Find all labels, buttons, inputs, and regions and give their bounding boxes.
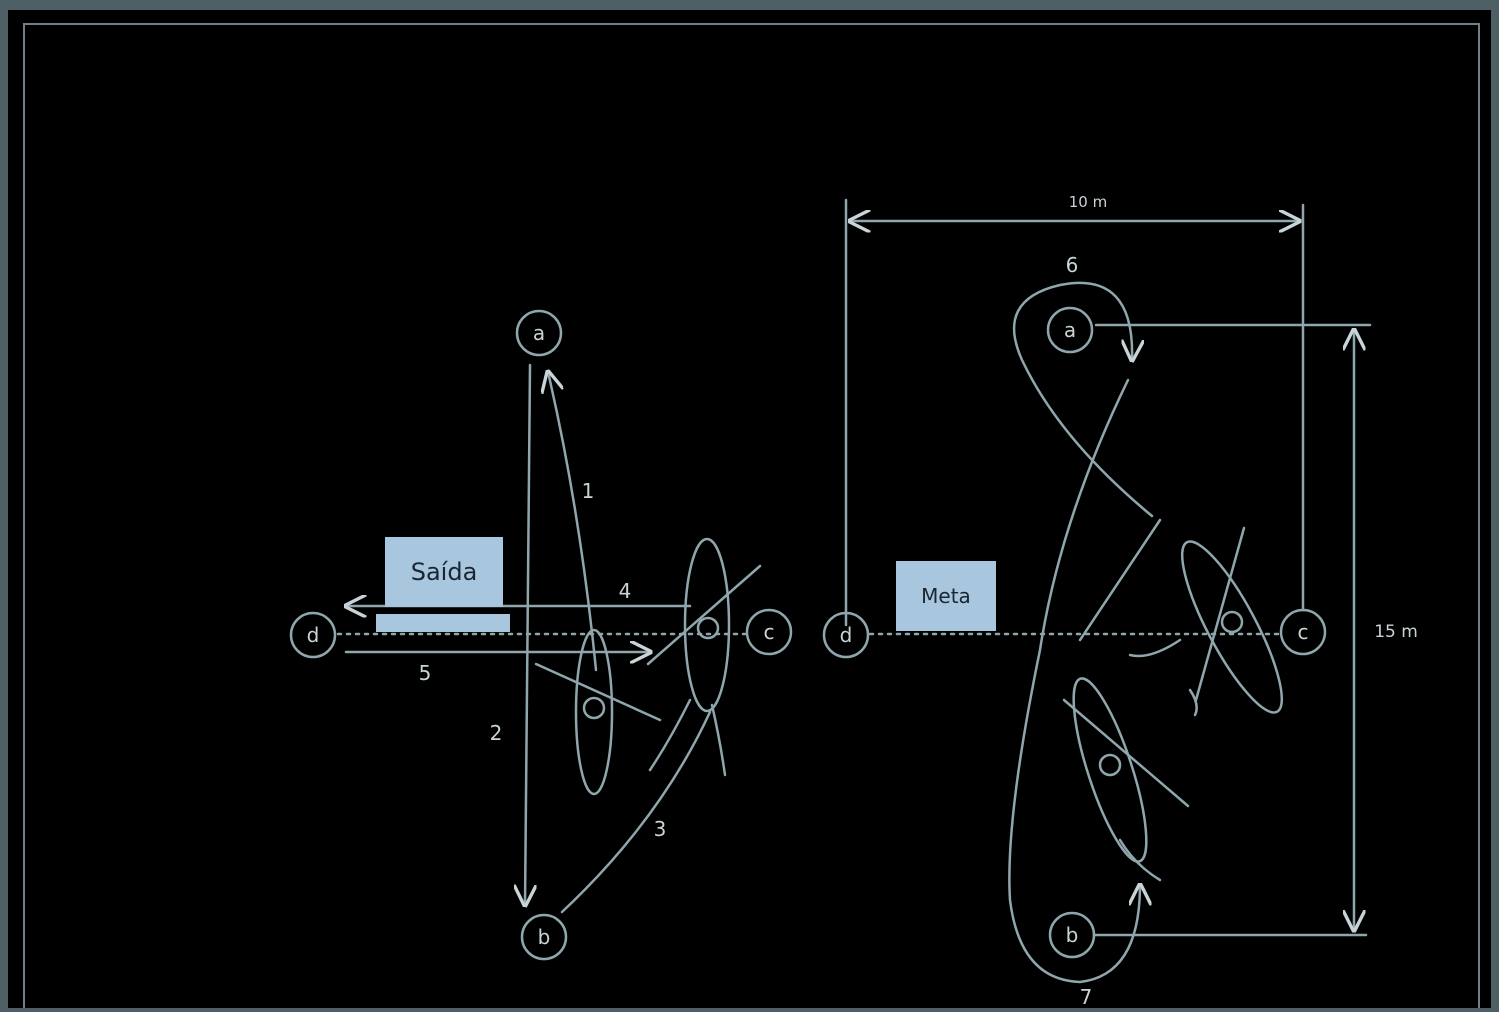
right-buoy-b-label: b [1066, 923, 1079, 947]
path-label-3: 3 [654, 817, 667, 841]
path-label-4: 4 [619, 579, 632, 603]
left-buoy-b-label: b [538, 925, 551, 949]
path-label-2: 2 [490, 721, 503, 745]
left-buoy-c-label: c [764, 620, 775, 644]
path-label-1: 1 [582, 479, 595, 503]
path-label-7: 7 [1080, 985, 1093, 1008]
path-label-5: 5 [419, 661, 432, 685]
start-label: Saída [385, 537, 503, 607]
left-buoy-a-label: a [533, 321, 545, 345]
right-buoy-c-label: c [1298, 620, 1309, 644]
right-buoy-a-label: a [1064, 318, 1076, 342]
dim-height-label: 15 m [1374, 622, 1418, 642]
start-line-marker [376, 614, 510, 632]
left-buoy-d-label: d [307, 623, 320, 647]
dim-width-label: 10 m [1069, 193, 1107, 211]
right-buoy-d-label: d [840, 623, 853, 647]
panel-background [8, 10, 1491, 1008]
finish-label: Meta [896, 561, 996, 631]
path-label-6: 6 [1066, 253, 1079, 277]
